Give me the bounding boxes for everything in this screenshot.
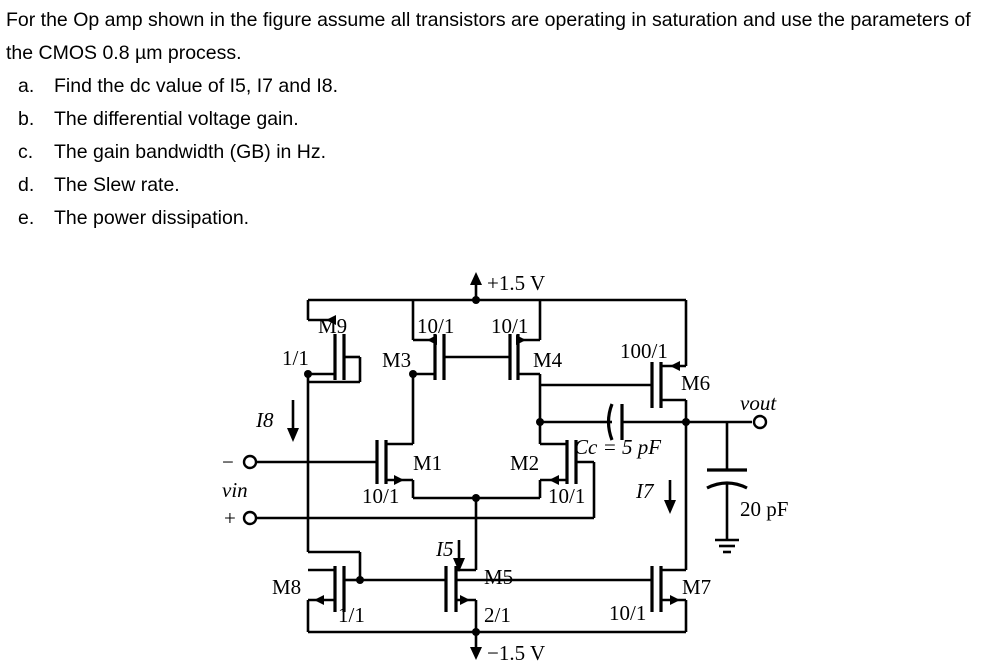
question-item: b. The differential voltage gain. (6, 103, 986, 136)
transistor-m2 (308, 440, 596, 520)
m6-ratio: 100/1 (620, 339, 668, 363)
junction-dot (682, 418, 690, 426)
junction-dot (304, 370, 312, 378)
load-capacitor (706, 422, 748, 554)
transistor-m9 (306, 300, 362, 384)
question-item: e. The power dissipation. (6, 202, 986, 235)
problem-statement: For the Op amp shown in the figure assum… (6, 4, 986, 235)
m1-label: M1 (413, 451, 442, 475)
question-text: Find the dc value of I5, I7 and I8. (54, 75, 339, 97)
transistor-m5 (444, 566, 478, 632)
i7-label: I7 (635, 479, 655, 503)
m7-label: M7 (682, 575, 711, 599)
question-marker: c. (18, 141, 34, 163)
m4-label: M4 (533, 348, 563, 372)
m9-label: M9 (318, 314, 347, 338)
junction-dot (472, 296, 480, 304)
transistor-m7 (650, 566, 688, 632)
m8-label: M8 (272, 575, 301, 599)
minus-sign: − (222, 450, 234, 474)
plus-sign: + (224, 506, 236, 530)
question-marker: d. (18, 174, 35, 196)
m3-label: M3 (382, 348, 411, 372)
question-item: d. The Slew rate. (6, 169, 986, 202)
junction-dot (472, 628, 480, 636)
m6-label: M6 (681, 371, 710, 395)
i8-current-arrow (287, 400, 299, 442)
question-list: a. Find the dc value of I5, I7 and I8. b.… (6, 70, 986, 235)
junction-dot (409, 370, 417, 378)
m3-ratio: 10/1 (417, 314, 454, 338)
m5-label: M5 (484, 565, 513, 589)
cc-label: Cc = 5 pF (574, 435, 661, 459)
vout-label: vout (740, 391, 777, 415)
problem-intro: For the Op amp shown in the figure assum… (6, 9, 971, 64)
compensation-capacitor (600, 403, 686, 441)
junction-dot (472, 494, 480, 502)
question-text: The gain bandwidth (GB) in Hz. (54, 141, 327, 163)
m1-ratio: 10/1 (362, 484, 399, 508)
inverting-input (242, 454, 308, 470)
question-text: The differential voltage gain. (54, 108, 299, 130)
vin-label: vin (222, 478, 248, 502)
question-marker: b. (18, 108, 35, 130)
m5-ratio: 2/1 (484, 603, 511, 627)
i5-label: I5 (435, 537, 454, 561)
transistor-m6 (540, 300, 688, 570)
question-text: The power dissipation. (54, 207, 250, 229)
m7-ratio: 10/1 (609, 601, 646, 625)
noninverting-input (242, 510, 308, 526)
junction-dot (356, 576, 364, 584)
output-node (686, 414, 768, 430)
m8-ratio: 1/1 (338, 603, 365, 627)
m9-ratio: 1/1 (282, 346, 309, 370)
question-item: c. The gain bandwidth (GB) in Hz. (6, 136, 986, 169)
cl-label: 20 pF (740, 497, 788, 521)
m2-ratio: 10/1 (548, 484, 585, 508)
question-text: The Slew rate. (54, 174, 180, 196)
i7-current-arrow (664, 480, 676, 514)
op-amp-schematic: +1.5 V −1.5 V M9 1/1 I8 10/1 M3 (222, 271, 788, 665)
vss-label: −1.5 V (487, 641, 545, 665)
m2-label: M2 (510, 451, 539, 475)
m4-ratio: 10/1 (491, 314, 528, 338)
vdd-label: +1.5 V (487, 271, 545, 295)
junction-dot (536, 418, 544, 426)
question-item: a. Find the dc value of I5, I7 and I8. (6, 70, 986, 103)
i5-current-arrow (453, 540, 465, 572)
i8-label: I8 (255, 408, 274, 432)
question-marker: a. (18, 75, 35, 97)
question-marker: e. (18, 207, 35, 229)
